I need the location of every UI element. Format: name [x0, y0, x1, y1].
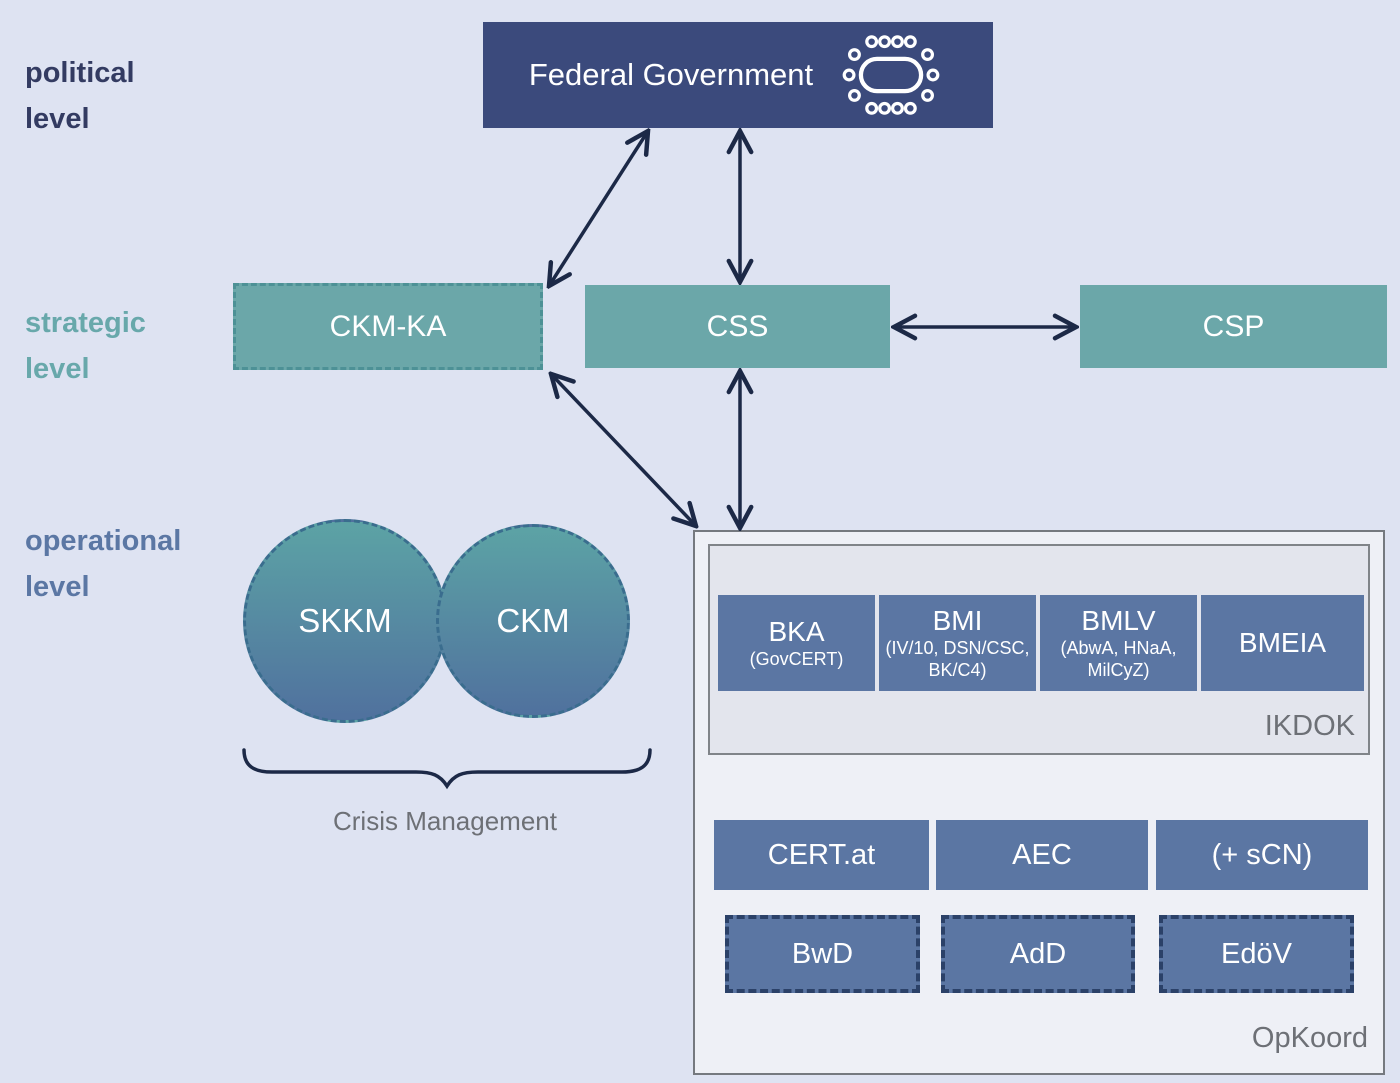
bwd-label: BwD — [791, 937, 854, 970]
add-box: AdD — [941, 915, 1135, 993]
aec-label: AEC — [1012, 838, 1072, 871]
csp-label: CSP — [1202, 309, 1265, 343]
operational-level-label: operational level — [25, 518, 181, 610]
bmlv-title: BMLV — [1081, 605, 1156, 636]
ikdok-label: IKDOK — [1264, 710, 1355, 742]
strategic-level-line2: level — [25, 353, 90, 385]
bmeia-title: BMEIA — [1238, 627, 1327, 658]
political-level-label: political level — [25, 50, 135, 142]
bmi-title: BMI — [932, 605, 983, 636]
ckm-circle: CKM — [436, 524, 630, 718]
css-box: CSS — [585, 285, 890, 368]
skkm-label: SKKM — [298, 602, 392, 639]
bmi-subtitle: (IV/10, DSN/CSC, BK/C4) — [885, 638, 1030, 680]
operational-level-line2: level — [25, 571, 90, 603]
strategic-level-line1: strategic — [25, 307, 146, 339]
cert-at-label: CERT.at — [767, 838, 876, 871]
opkoord-label: OpKoord — [1251, 1022, 1368, 1054]
bmlv-box: BMLV (AbwA, HNaA, MilCyZ) — [1040, 595, 1197, 691]
scn-label: (+ sCN) — [1211, 838, 1313, 871]
strategic-level-label: strategic level — [25, 300, 146, 392]
crisis-management-label: Crisis Management — [333, 806, 557, 836]
federal-government-box: Federal Government — [483, 22, 993, 128]
bmi-box: BMI (IV/10, DSN/CSC, BK/C4) — [879, 595, 1036, 691]
bmlv-subtitle: (AbwA, HNaA, MilCyZ) — [1060, 638, 1177, 680]
parliament-icon — [842, 35, 940, 115]
scn-box: (+ sCN) — [1156, 820, 1368, 890]
ckm-label: CKM — [496, 602, 570, 639]
bmeia-box: BMEIA — [1201, 595, 1364, 691]
cert-at-box: CERT.at — [714, 820, 929, 890]
css-label: CSS — [706, 309, 769, 343]
operational-level-line1: operational — [25, 525, 182, 557]
ckm-ka-label: CKM-KA — [329, 309, 447, 343]
edov-label: EdöV — [1221, 937, 1292, 970]
arrow-ckmka-opkoord — [551, 374, 696, 526]
skkm-circle: SKKM — [243, 519, 447, 723]
ckm-ka-box: CKM-KA — [233, 283, 543, 370]
bka-box: BKA (GovCERT) — [718, 595, 875, 691]
aec-box: AEC — [936, 820, 1148, 890]
federal-government-label: Federal Government — [528, 57, 814, 92]
crisis-management-brace — [242, 748, 652, 790]
edov-box: EdöV — [1159, 915, 1354, 993]
csp-box: CSP — [1080, 285, 1387, 368]
political-level-line1: political — [25, 57, 135, 89]
arrow-fg-ckmka — [549, 131, 648, 286]
political-level-line2: level — [25, 103, 90, 135]
bka-title: BKA — [768, 616, 825, 647]
bwd-box: BwD — [725, 915, 920, 993]
bka-subtitle: (GovCERT) — [749, 649, 844, 669]
add-label: AdD — [1009, 937, 1067, 970]
